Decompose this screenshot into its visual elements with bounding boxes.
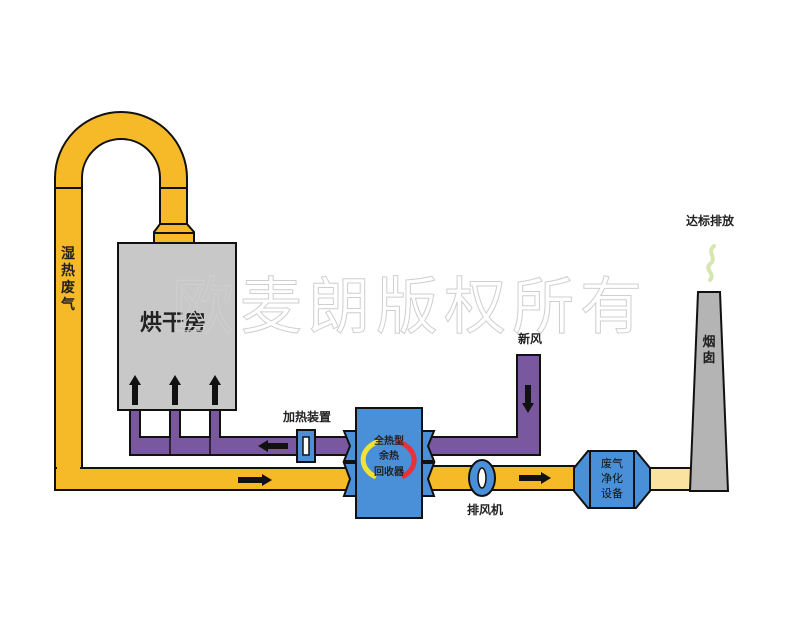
arrow-up-icon [209, 375, 221, 405]
arrow-up-icon [169, 375, 181, 405]
heat-recovery-unit: 全热型 余热 回收器 [342, 407, 436, 519]
wet-hot-exhaust-char: 湿 [61, 246, 75, 262]
drying-room-label: 烘干房 [140, 310, 206, 336]
heater-slot [302, 436, 310, 456]
wet-hot-exhaust-char: 热 [61, 262, 75, 279]
purifier-label-line1: 废气 [601, 456, 623, 470]
watermark: 欧麦朗版权所有 [172, 270, 648, 343]
arrow-up-icon [129, 375, 141, 405]
arrow-down-icon [522, 385, 534, 413]
exhaust-outlet-duct-body [427, 465, 581, 491]
fresh-air-duct: 新风 [427, 331, 542, 456]
exhaust-duct-arch [54, 111, 188, 189]
smoke-icon [706, 244, 716, 282]
exhaust-fan: 排风机 [467, 459, 503, 517]
wet-hot-exhaust-char: 废 [61, 279, 75, 296]
heater-label: 加热装置 [282, 409, 331, 424]
exhaust-purifier: 废气 净化 设备 [573, 450, 651, 509]
exhaust-outlet-duct [427, 465, 581, 491]
drying-room: 烘干房 [117, 242, 237, 411]
purifier-label-line2: 净化 [601, 471, 623, 485]
exhaust-fan-hub [477, 467, 487, 489]
exhaust-fan-label: 排风机 [467, 502, 503, 517]
heat-recovery-label-line3: 回收器 [374, 465, 405, 478]
chimney-body [688, 291, 730, 492]
exhaust-duct-bottom [54, 467, 356, 491]
purifier-body [573, 450, 651, 509]
arrow-right-icon [238, 474, 272, 486]
chimney-label-char2: 囱 [702, 350, 715, 366]
heat-recovery-label-line1: 全热型 [373, 434, 404, 447]
discharge-label: 达标排放 [686, 213, 735, 228]
exhaust-duct-right-leg [159, 187, 188, 225]
arrow-left-icon [258, 440, 288, 452]
wet-hot-exhaust-char: 气 [60, 296, 75, 313]
heat-recovery-body [355, 407, 423, 519]
fresh-air-label: 新风 [518, 331, 542, 346]
arrow-right-icon [519, 472, 551, 484]
heat-recovery-label-line2: 余热 [378, 449, 399, 462]
exhaust-duct-left-vertical [54, 187, 83, 491]
cool-flow-arc [360, 438, 381, 480]
clean-duct [647, 467, 695, 491]
chimney-label-char1: 烟 [702, 335, 715, 350]
purifier-label-line3: 设备 [601, 486, 623, 500]
heater: 加热装置 [282, 409, 331, 463]
warm-flow-arc [395, 438, 417, 480]
chimney: 烟 囱 [688, 291, 730, 492]
wet-hot-exhaust-label: 湿热废气 [60, 246, 75, 313]
